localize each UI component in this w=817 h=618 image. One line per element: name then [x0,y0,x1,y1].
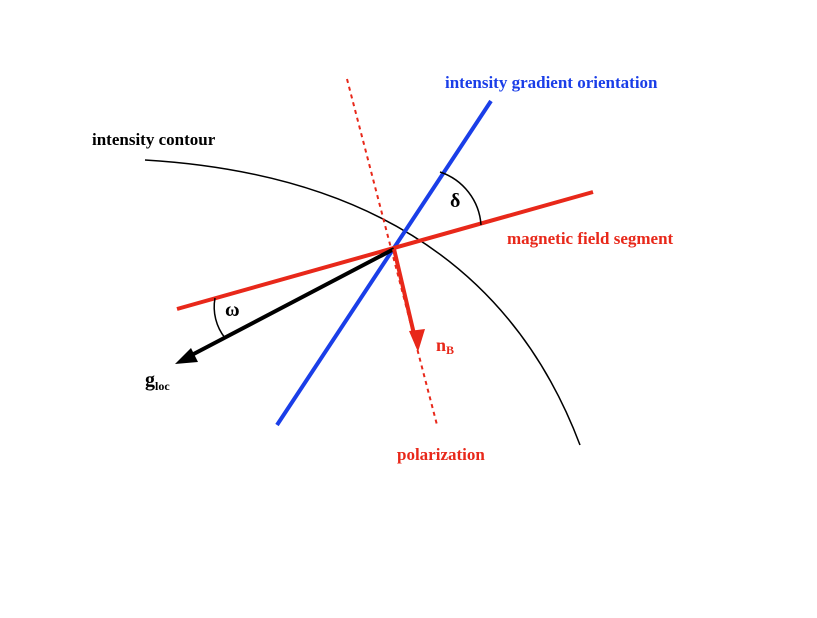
gloc-arrowhead [175,348,198,364]
gloc-arrow [185,247,395,360]
polarization-label: polarization [397,445,485,464]
nb-vector-label: nB [436,335,454,358]
nb-arrowhead [409,329,425,352]
delta-angle-arc [439,171,482,226]
omega-angle-label: ω [225,299,240,321]
gloc-vector-label: gloc [145,369,170,394]
magnetic-field-segment-line [176,190,594,311]
omega-angle-arc [213,297,226,339]
nb-arrow [392,248,416,335]
gloc-main-text: g [145,369,155,391]
intensity-contour-curve [144,159,581,446]
nb-subscript: B [446,343,455,357]
gradient-orientation-line [275,99,493,427]
magnetic-field-segment-label: magnetic field segment [507,229,674,248]
gloc-subscript: loc [155,379,170,393]
intensity-contour-label: intensity contour [92,130,216,149]
nb-main-text: n [436,335,447,355]
delta-angle-label: δ [450,190,461,212]
gradient-orientation-label: intensity gradient orientation [445,73,658,92]
